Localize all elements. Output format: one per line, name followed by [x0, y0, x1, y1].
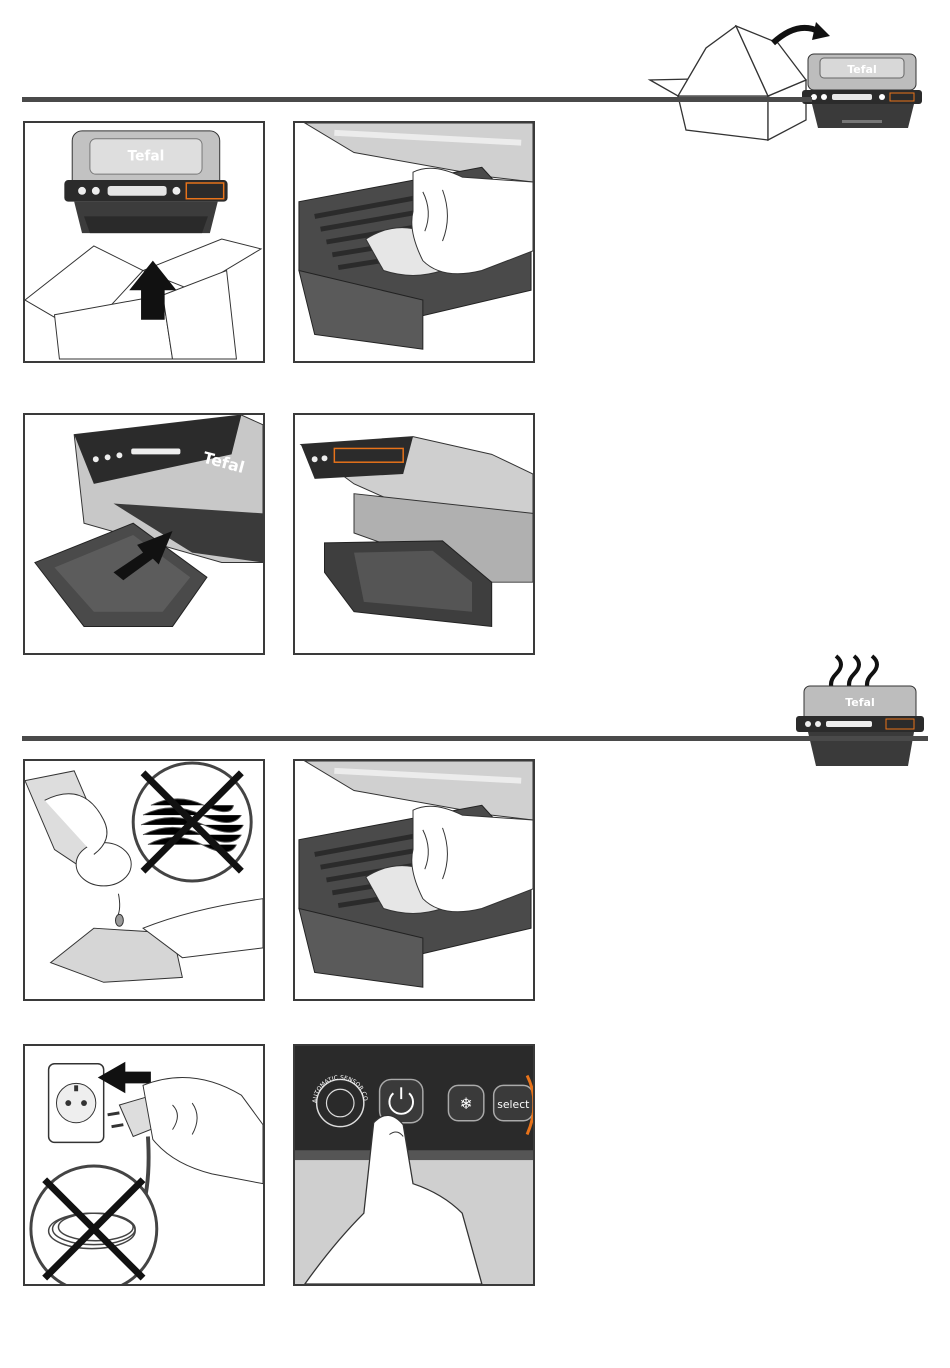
- frozen-button[interactable]: ❄: [448, 1085, 483, 1120]
- step-panel-insert-drip-tray: Tefal: [23, 413, 265, 655]
- grill-assembled-open-icon: [295, 415, 533, 653]
- step-panel-assembled-grill: [293, 413, 535, 655]
- wipe-plates-with-cloth-icon: [295, 761, 533, 999]
- step-panel-cleaning-materials: [23, 759, 265, 1001]
- step-panel-wipe-plates-1: [293, 121, 535, 363]
- section-divider-1: [22, 97, 812, 102]
- svg-text:Tefal: Tefal: [845, 696, 874, 709]
- step-panel-press-power: AUTOMATIC SENSOR COOKING ❄ select: [293, 1044, 535, 1286]
- grill-lifted-from-box-icon: Tefal: [25, 123, 263, 361]
- grill-out-of-box-icon: Tefal: [648, 18, 938, 143]
- svg-text:Tefal: Tefal: [128, 148, 165, 164]
- wipe-plates-with-cloth-icon: [295, 123, 533, 361]
- press-power-button-icon: AUTOMATIC SENSOR COOKING ❄ select: [295, 1046, 533, 1284]
- brand-logo: Tefal: [847, 63, 876, 76]
- no-scouring-pad-detergent-cloth-icon: [25, 761, 263, 999]
- hot-grill-icon: Tefal: [790, 656, 940, 774]
- step-panel-lift-from-box: Tefal: [23, 121, 265, 363]
- step-panel-wipe-plates-2: [293, 759, 535, 1001]
- select-button[interactable]: select: [494, 1085, 533, 1120]
- snowflake-icon: ❄: [460, 1094, 473, 1113]
- select-label: select: [497, 1098, 529, 1111]
- unplug-no-cord-wrap-icon: [25, 1046, 263, 1284]
- insert-drip-tray-icon: Tefal: [25, 415, 263, 653]
- section-divider-2: [22, 736, 928, 741]
- step-panel-unplug: [23, 1044, 265, 1286]
